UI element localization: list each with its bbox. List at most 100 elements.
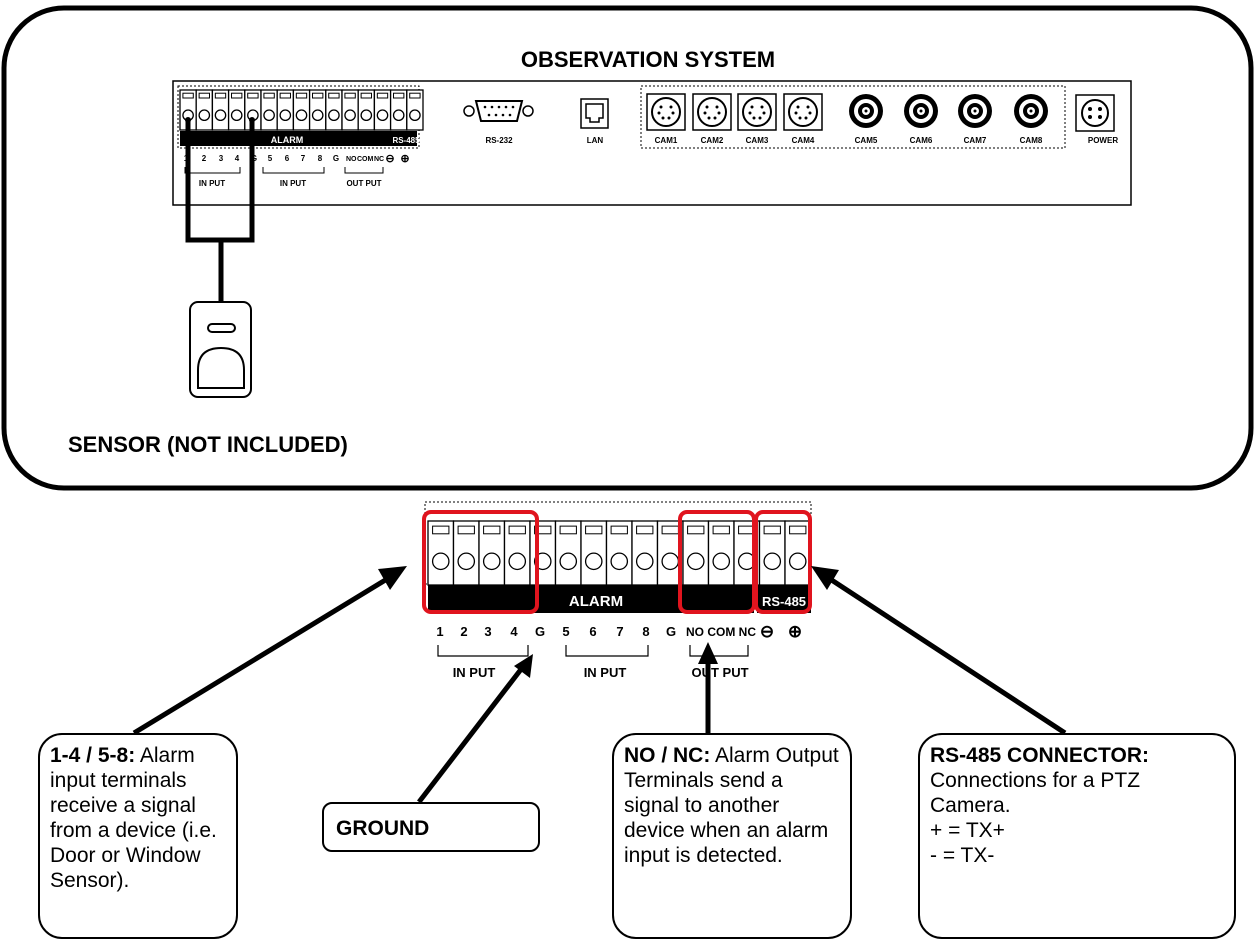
power-port-icon (1075, 94, 1115, 132)
zoom-terminal-6 (554, 520, 582, 586)
ground-arrow (417, 666, 524, 804)
small-num-3: 3 (219, 154, 224, 163)
small-rs485-label: RS-485 (392, 136, 420, 145)
small-num-8: 8 (318, 154, 323, 163)
zoom-terminal-8 (605, 520, 633, 586)
panel-title: OBSERVATION SYSTEM (521, 47, 775, 72)
outputs-arrowhead (698, 642, 718, 664)
lan-label: LAN (587, 136, 604, 145)
zoom-terminal-3 (478, 520, 506, 586)
small-nc: NC (374, 156, 384, 163)
rs485-highlight (754, 510, 812, 614)
cam2-port-icon (692, 93, 732, 131)
zoom-terminal-15 (784, 520, 812, 586)
zoom-num-4: 4 (510, 624, 518, 639)
small-terminal-2 (195, 89, 214, 131)
small-terminal-block (179, 89, 424, 131)
power-label: POWER (1088, 136, 1118, 145)
small-input-label-1: IN PUT (199, 179, 225, 188)
cam7-bnc-icon (958, 94, 992, 128)
small-num-5: 5 (268, 154, 273, 163)
inputs-callout: 1-4 / 5-8: Alarm input terminals receive… (38, 733, 238, 939)
observation-frame (1, 5, 1254, 491)
lan-port-icon (580, 98, 609, 129)
rs485-callout-plus: + = TX+ (930, 819, 1005, 842)
cam1-label: CAM1 (655, 136, 678, 145)
zoom-plus: ⊕ (788, 622, 802, 641)
inputs-highlight (422, 510, 539, 614)
ground-arrowhead (514, 654, 533, 678)
small-terminal-14 (389, 89, 408, 131)
ground-callout-title: GROUND (336, 817, 430, 840)
cam3-label: CAM3 (746, 136, 769, 145)
zoom-terminal-11 (682, 520, 710, 586)
small-terminal-15 (406, 89, 424, 131)
small-no: NO (346, 156, 357, 163)
small-terminal-6 (260, 89, 278, 131)
rs485-callout: RS-485 CONNECTOR: Connections for a PTZ … (918, 733, 1236, 939)
inputs-callout-text: Alarm input terminals receive a signal f… (50, 744, 217, 892)
outputs-callout: NO / NC: Alarm Output Terminals send a s… (612, 733, 852, 939)
camera-ports (646, 93, 1048, 131)
rs485-arrow (825, 574, 1067, 736)
rs485-callout-title: RS-485 CONNECTOR: (930, 744, 1149, 767)
cam7-label: CAM7 (964, 136, 987, 145)
zoom-num-6: 6 (589, 624, 596, 639)
inputs-callout-title: 1-4 / 5-8: (50, 744, 136, 767)
small-terminal-3 (211, 89, 230, 131)
zoom-num-1: 1 (436, 624, 443, 639)
zoom-ground-1: G (535, 624, 545, 639)
small-terminal-12 (357, 89, 376, 131)
zoom-terminal-7 (580, 520, 608, 586)
rs485-callout-minus: - = TX- (930, 844, 995, 867)
zoom-terminal-9 (631, 520, 659, 586)
rear-panel: ALARM RS-485 1 2 3 4 G 5 6 7 8 G NO COM … (172, 80, 1132, 206)
cam1-port-icon (646, 93, 686, 131)
ground-callout: GROUND (322, 802, 540, 852)
zoom-minus: ⊖ (760, 622, 774, 641)
zoom-terminal-4 (503, 520, 531, 586)
small-terminal-11 (341, 89, 359, 131)
zoom-terminal-1 (427, 520, 455, 586)
rs232-label: RS-232 (485, 136, 513, 145)
zoom-alarm-label: ALARM (569, 593, 623, 610)
rs485-arrowhead (811, 566, 839, 590)
zoom-input-label-1: IN PUT (453, 665, 496, 680)
inputs-arrow (132, 573, 394, 736)
small-terminal-10 (325, 89, 343, 131)
inputs-arrowhead (378, 566, 407, 590)
zoom-num-2: 2 (460, 624, 467, 639)
cam8-label: CAM8 (1020, 136, 1043, 145)
small-output-label: OUT PUT (346, 179, 381, 188)
small-terminal-4 (227, 89, 246, 131)
cam4-label: CAM4 (792, 136, 815, 145)
small-terminal-7 (276, 89, 295, 131)
small-terminal-8 (292, 89, 311, 131)
zoom-terminal-2 (452, 520, 480, 586)
small-plus: ⊕ (400, 153, 409, 165)
outputs-callout-text: Alarm Output Terminals send a signal to … (624, 744, 839, 867)
small-alarm-label: ALARM (271, 135, 304, 145)
rs232-port-icon (463, 100, 534, 122)
zoom-output-label: OUT PUT (691, 665, 748, 680)
small-num-6: 6 (285, 154, 290, 163)
small-ground-2: G (333, 154, 339, 163)
cam5-bnc-icon (849, 94, 883, 128)
zoom-ground-2: G (666, 624, 676, 639)
cam3-port-icon (737, 93, 777, 131)
cam2-label: CAM2 (701, 136, 724, 145)
cam5-label: CAM5 (855, 136, 878, 145)
outputs-callout-title: NO / NC: (624, 744, 711, 767)
zoom-terminal-12 (707, 520, 735, 586)
zoom-terminal-5 (529, 520, 557, 586)
rs485-callout-text: Connections for a PTZ Camera. (930, 769, 1141, 817)
cam4-port-icon (783, 93, 823, 131)
small-com: COM (357, 156, 374, 163)
sensor-label: SENSOR (NOT INCLUDED) (68, 432, 348, 457)
zoom-num-8: 8 (642, 624, 649, 639)
sensor-device-icon (189, 301, 252, 398)
zoom-num-3: 3 (484, 624, 491, 639)
small-num-7: 7 (301, 154, 306, 163)
zoom-outputs-text: NO COM NC (686, 625, 756, 639)
